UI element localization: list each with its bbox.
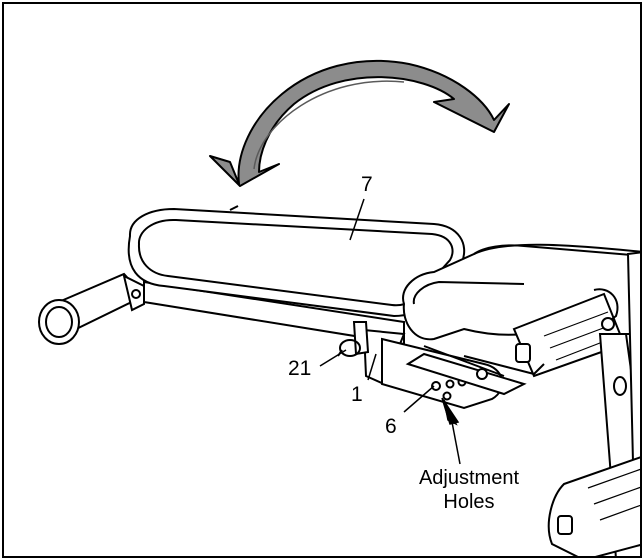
bottom-roller <box>547 456 640 556</box>
seat-pad <box>127 205 466 318</box>
adjustment-label-line2: Holes <box>443 491 495 513</box>
rear-frame-tube <box>38 272 146 345</box>
adjustment-bracket <box>381 337 545 410</box>
rotation-arrow <box>209 59 510 187</box>
adjustment-label-line1: Adjustment <box>418 467 520 489</box>
bench-illustration <box>38 59 640 556</box>
callout-part-1: 1 <box>351 383 363 406</box>
callout-part-6: 6 <box>385 415 397 438</box>
front-rollers <box>512 288 626 378</box>
adjustment-holes-label: Adjustment Holes <box>419 466 519 514</box>
pull-pin <box>337 321 370 357</box>
callout-part-21: 21 <box>288 357 312 380</box>
callout-part-7: 7 <box>361 173 373 196</box>
leader-lines <box>319 198 461 465</box>
